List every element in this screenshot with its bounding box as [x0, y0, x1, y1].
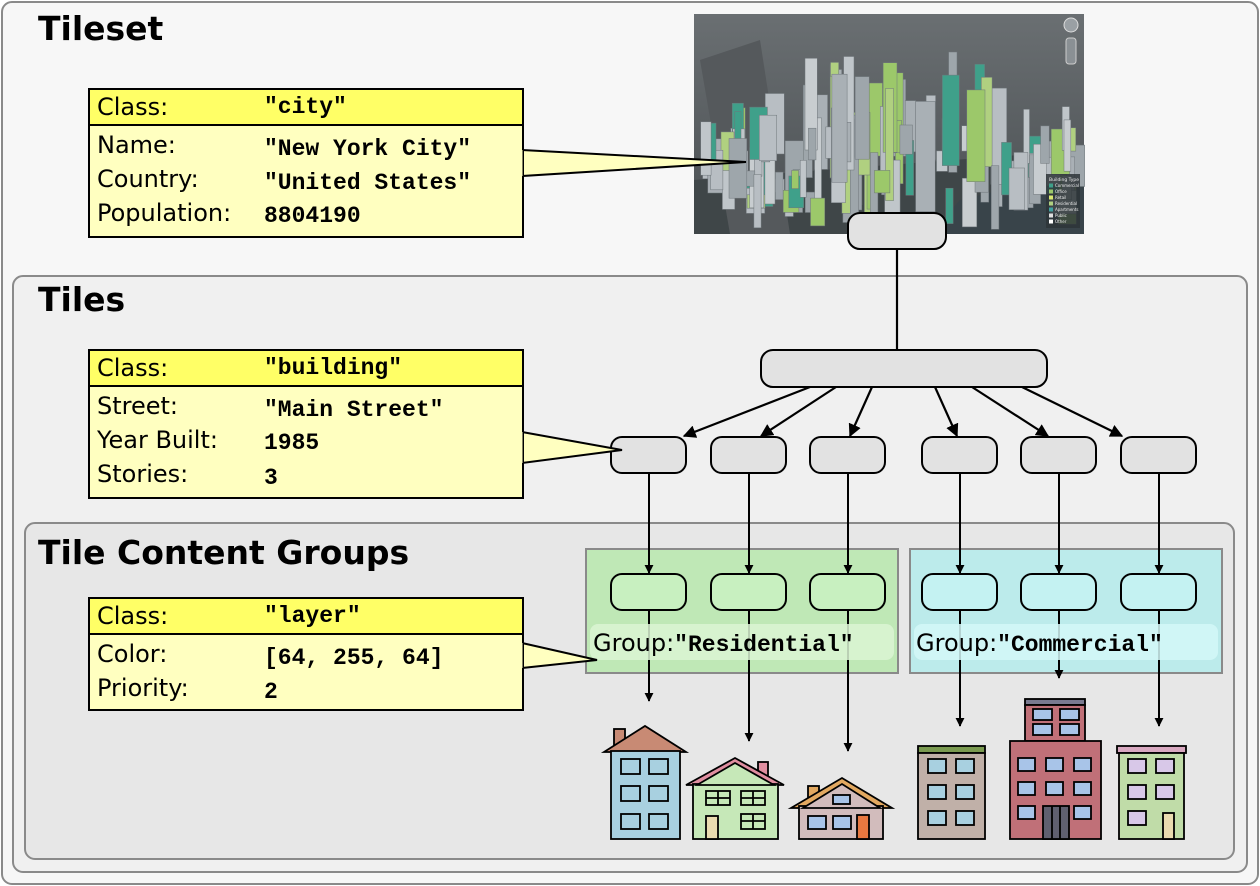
tileset-prop-label: Population:: [97, 199, 231, 227]
city-map-image: Building Type CommercialOfficeRetailResi…: [694, 14, 1085, 234]
map-legend-item: Public: [1055, 213, 1067, 218]
groups-prop-value: [64, 255, 64]: [264, 645, 443, 671]
map-legend-swatch: [1049, 219, 1053, 224]
map-building: [942, 74, 960, 166]
map-building: [991, 165, 1000, 230]
content-node-residential[interactable]: [809, 573, 886, 611]
tiles-property-box: Class: "building" Street: "Main Street" …: [88, 349, 524, 499]
tileset-title: Tileset: [38, 9, 164, 48]
tiles-class-label: Class:: [97, 354, 168, 382]
commercial-building-green: [1116, 745, 1187, 840]
content-node-residential[interactable]: [710, 573, 787, 611]
tiles-prop-value: 1985: [264, 430, 319, 456]
tiles-class-value: "building": [264, 355, 402, 381]
groups-prop-value: 2: [264, 679, 278, 705]
map-legend-item: Retail: [1055, 195, 1066, 200]
tileset-class-label: Class:: [97, 93, 168, 121]
map-legend-title: Building Type: [1049, 177, 1079, 183]
tileset-property-box: Class: "city" Name: "New York City" Coun…: [88, 88, 524, 238]
tree-connections: [682, 249, 1124, 438]
map-building: [791, 170, 799, 189]
tileset-root-node[interactable]: [847, 212, 947, 250]
tile-to-content-arrows: [644, 473, 1164, 574]
map-building: [885, 88, 894, 201]
map-building: [1008, 167, 1025, 210]
map-legend: Building Type CommercialOfficeRetailResi…: [1046, 174, 1080, 228]
map-building: [808, 127, 817, 161]
map-building: [915, 101, 936, 212]
groups-class-label: Class:: [97, 602, 168, 630]
tile-node[interactable]: [710, 436, 787, 474]
map-building: [854, 76, 870, 160]
map-building: [728, 138, 748, 199]
map-legend-item: Residential: [1055, 201, 1077, 206]
residential-group-label: Group:"Residential": [593, 629, 854, 658]
map-building: [962, 177, 978, 228]
tile-node[interactable]: [610, 436, 687, 474]
map-legend-swatch: [1049, 189, 1053, 194]
commercial-group-label: Group:"Commercial": [916, 629, 1163, 658]
groups-prop-label: Priority:: [97, 674, 189, 702]
groups-property-box: Class: "layer" Color: [64, 255, 64] Prio…: [88, 597, 524, 711]
map-legend-swatch: [1049, 213, 1053, 218]
residential-building-tall: [600, 724, 690, 840]
map-building: [759, 114, 777, 161]
content-node-commercial[interactable]: [1020, 573, 1097, 611]
tiles-prop-value: 3: [264, 465, 278, 491]
content-node-residential[interactable]: [610, 573, 687, 611]
tileset-prop-value: "United States": [264, 170, 471, 196]
map-legend-item: Other: [1055, 219, 1067, 224]
tiles-prop-value: "Main Street": [264, 397, 443, 423]
tileset-prop-value: "New York City": [264, 136, 471, 162]
map-legend-swatch: [1049, 195, 1053, 200]
map-legend-swatch: [1049, 207, 1053, 212]
groups-prop-label: Color:: [97, 640, 167, 668]
map-building: [810, 197, 826, 227]
content-node-commercial[interactable]: [1120, 573, 1197, 611]
map-building: [1040, 125, 1050, 164]
groups-class-value: "layer": [264, 603, 361, 629]
residential-building-small: [787, 776, 896, 840]
tile-node[interactable]: [921, 436, 998, 474]
map-building: [966, 89, 986, 182]
map-building: [1063, 119, 1072, 172]
tile-node[interactable]: [809, 436, 886, 474]
content-nodes: [610, 573, 1197, 611]
residential-label-band: [590, 624, 894, 660]
tileset-prop-label: Name:: [97, 131, 176, 159]
commercial-building-tower: [1009, 698, 1102, 840]
content-node-commercial[interactable]: [921, 573, 998, 611]
map-legend-item: Commercial: [1055, 183, 1079, 188]
map-building: [753, 174, 762, 229]
tile-content-groups-title: Tile Content Groups: [38, 533, 409, 572]
tiles-prop-label: Street:: [97, 392, 178, 420]
map-building: [899, 124, 913, 155]
tile-root-node[interactable]: [760, 349, 1048, 388]
map-building: [945, 187, 954, 224]
tiles-prop-label: Year Built:: [96, 426, 218, 454]
map-building: [700, 121, 712, 176]
tileset-class-value: "city": [264, 94, 347, 120]
residential-building-house: [685, 756, 785, 840]
commercial-building-small: [917, 745, 986, 840]
map-legend-item: Apartments: [1055, 207, 1078, 212]
map-building: [799, 160, 807, 198]
tile-node[interactable]: [1120, 436, 1197, 474]
commercial-label-band: [914, 624, 1218, 660]
map-building: [775, 171, 784, 200]
tile-node[interactable]: [1020, 436, 1097, 474]
tileset-prop-value: 8804190: [264, 203, 361, 229]
map-legend-item: Office: [1055, 189, 1067, 194]
tileset-prop-label: Country:: [97, 165, 199, 193]
tiles-title: Tiles: [38, 280, 125, 319]
map-legend-swatch: [1049, 201, 1053, 206]
map-building: [874, 170, 891, 194]
map-legend-swatch: [1049, 183, 1053, 188]
map-building: [831, 73, 848, 183]
map-nav-controls[interactable]: [1063, 17, 1079, 65]
tiles-prop-label: Stories:: [97, 460, 188, 488]
